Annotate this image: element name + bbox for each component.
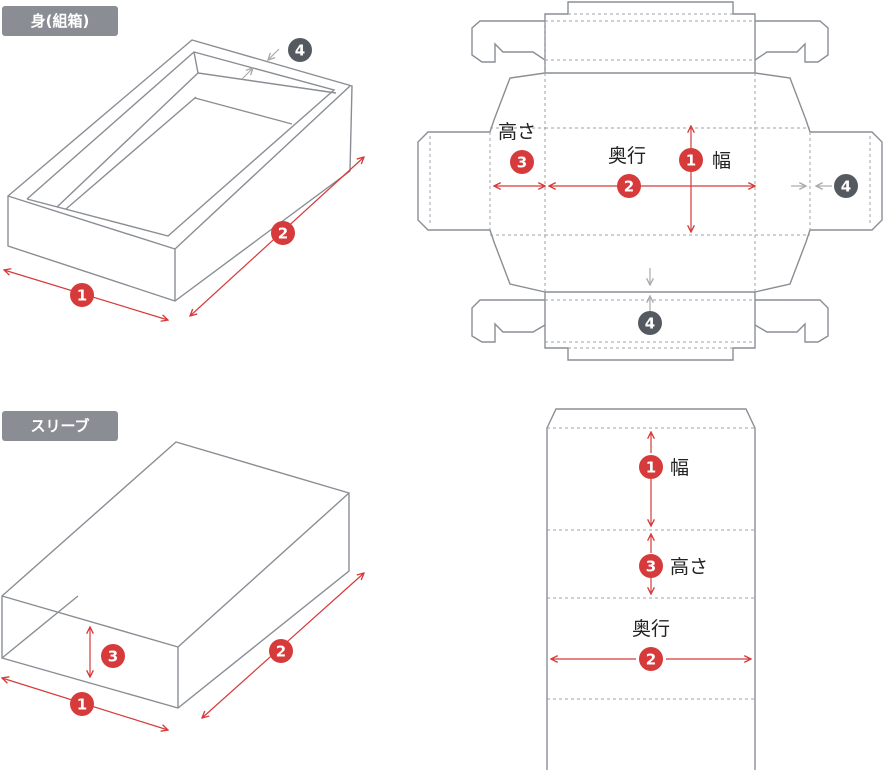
marker-1-sleeve-net: 1 <box>636 453 666 479</box>
svg-text:4: 4 <box>295 42 305 60</box>
box-thickness-arrow <box>268 48 280 60</box>
label-depth-net: 奥行 <box>608 145 646 167</box>
svg-text:2: 2 <box>646 651 656 669</box>
label-height-net: 高さ <box>498 121 536 143</box>
svg-text:1: 1 <box>646 459 656 477</box>
label-depth-sleeve-net: 奥行 <box>632 618 670 640</box>
marker-1-net: 1 <box>679 148 703 172</box>
svg-text:4: 4 <box>645 315 655 333</box>
marker-2-net: 2 <box>617 174 641 198</box>
svg-text:4: 4 <box>841 178 851 196</box>
marker-1-box: 1 <box>70 283 94 307</box>
svg-text:3: 3 <box>108 648 118 666</box>
marker-4-net-bottom: 4 <box>638 311 662 335</box>
section-tag-box: 身(組箱) <box>2 6 118 36</box>
box-net <box>417 1 883 361</box>
marker-2-sleeve: 2 <box>269 639 293 663</box>
marker-2-box: 2 <box>271 221 295 245</box>
section-tag-sleeve: スリーブ <box>2 411 118 441</box>
label-height-sleeve-net: 高さ <box>670 556 708 578</box>
sleeve-isometric <box>1 441 350 709</box>
marker-2-sleeve-net: 2 <box>636 647 666 671</box>
svg-text:1: 1 <box>77 696 87 714</box>
svg-text:2: 2 <box>278 225 288 243</box>
box-isometric <box>7 39 353 302</box>
svg-text:3: 3 <box>646 558 656 576</box>
svg-text:2: 2 <box>276 643 286 661</box>
marker-3-net: 3 <box>510 150 534 174</box>
svg-text:3: 3 <box>517 154 527 172</box>
svg-text:2: 2 <box>624 178 634 196</box>
marker-3-sleeve-net: 3 <box>636 553 666 578</box>
label-width-net: 幅 <box>712 150 731 172</box>
svg-text:1: 1 <box>77 287 87 305</box>
sleeve-net-folds <box>547 427 755 700</box>
marker-3-sleeve: 3 <box>101 644 125 668</box>
marker-4-box: 4 <box>288 38 312 62</box>
svg-text:1: 1 <box>686 152 696 170</box>
marker-1-sleeve: 1 <box>70 692 94 716</box>
sleeve-net <box>546 408 756 770</box>
box-thickness-arrow-inner <box>241 68 253 80</box>
marker-4-net-right: 4 <box>834 174 858 198</box>
label-width-sleeve-net: 幅 <box>670 457 689 479</box>
